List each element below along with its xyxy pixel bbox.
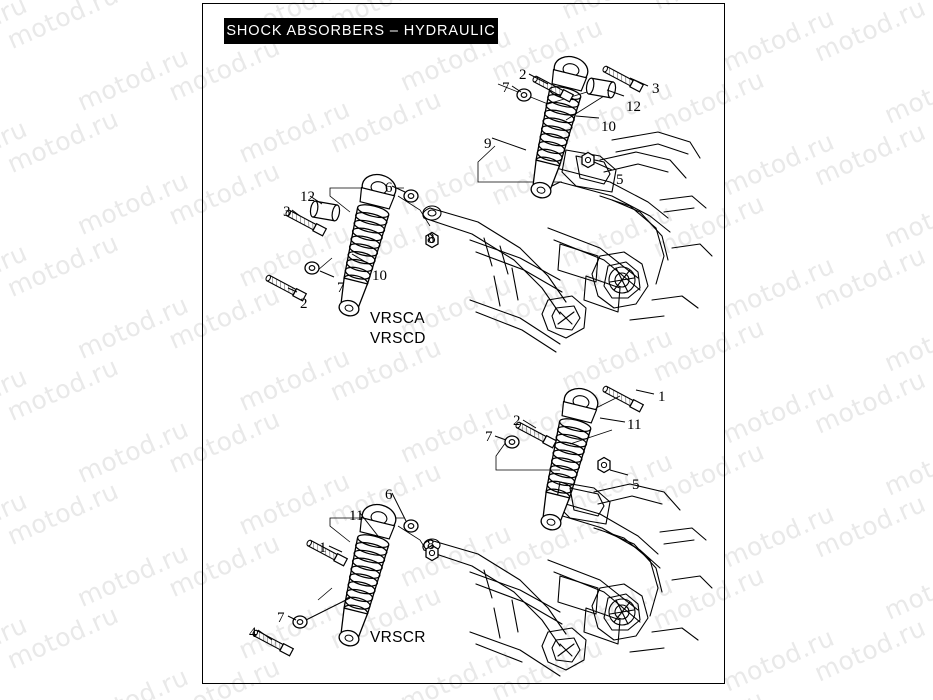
watermark-text: motod.ru [879,178,933,254]
callout-number: 11 [349,508,364,524]
callout-number: 6 [385,180,393,196]
callout-number: 1 [658,389,666,405]
callout-number: 7 [277,610,285,626]
watermark-text: motod.ru [718,126,839,202]
watermark-text: motod.ru [2,599,124,675]
watermark-text: motod.ru [879,426,933,502]
callout-number: 12 [300,189,315,205]
callout-number: 8 [427,537,435,553]
watermark-text: motod.ru [648,685,768,700]
watermark-text: motod.ru [0,361,32,437]
model-label-vrscr: VRSCR [370,629,426,646]
watermark-text: motod.ru [72,413,194,489]
watermark-text: motod.ru [0,609,32,685]
watermark-text: motod.ru [718,622,839,698]
watermark-text: motod.ru [809,0,931,68]
watermark-text: motod.ru [0,237,32,313]
watermark-text: motod.ru [809,240,931,316]
watermark-text: motod.ru [2,0,124,55]
callout-number: 7 [502,80,510,96]
watermark-text: motod.ru [809,116,931,192]
watermark-text: motod.ru [2,475,124,551]
callout-number: 10 [372,268,387,284]
watermark-text: motod.ru [0,113,32,189]
callout-number: 6 [385,487,393,503]
callout-number: 4 [249,625,257,641]
callout-number: 8 [427,231,435,247]
callout-number: 2 [300,296,308,312]
watermark-text: motod.ru [0,485,32,561]
watermark-text: motod.ru [72,289,194,365]
callout-number: 5 [632,477,640,493]
watermark-text: motod.ru [72,661,194,700]
callout-number: 2 [513,413,521,429]
callout-number: 1 [319,540,327,556]
diagram-title-banner: SHOCK ABSORBERS – HYDRAULIC [224,18,498,44]
diagram-frame [202,3,725,684]
watermark-text: motod.ru [880,675,933,700]
watermark-text: motod.ru [809,364,931,440]
callout-number: 3 [283,204,291,220]
watermark-text: motod.ru [880,0,933,5]
watermark-text: motod.ru [718,374,839,450]
watermark-text: motod.ru [72,41,194,117]
watermark-text: motod.ru [2,351,124,427]
callout-number: 11 [627,417,642,433]
callout-number: 7 [337,280,345,296]
callout-number: 7 [485,429,493,445]
callout-number: 3 [652,81,660,97]
callout-number: 12 [626,99,641,115]
watermark-text: motod.ru [879,550,933,626]
watermark-text: motod.ru [718,2,839,78]
watermark-text: motod.ru [2,227,124,303]
watermark-text: motod.ru [718,498,839,574]
watermark-text: motod.ru [809,488,931,564]
watermark-text: motod.ru [72,165,194,241]
watermark-text: motod.ru [0,0,32,65]
model-label-vrsca: VRSCA [370,310,425,327]
model-label-vrscd: VRSCD [370,330,426,347]
watermark-text: motod.ru [72,537,194,613]
callout-number: 9 [484,136,492,152]
watermark-text: motod.ru [879,302,933,378]
watermark-text: motod.ru [809,612,931,688]
callout-number: 10 [601,119,616,135]
page-title: SHOCK ABSORBERS – HYDRAULIC [226,23,496,39]
watermark-text: motod.ru [718,250,839,326]
watermark-text: motod.ru [879,54,933,130]
callout-number: 5 [616,172,624,188]
watermark-text: motod.ru [557,694,677,700]
watermark-text: motod.ru [2,103,124,179]
callout-number: 2 [519,67,527,83]
